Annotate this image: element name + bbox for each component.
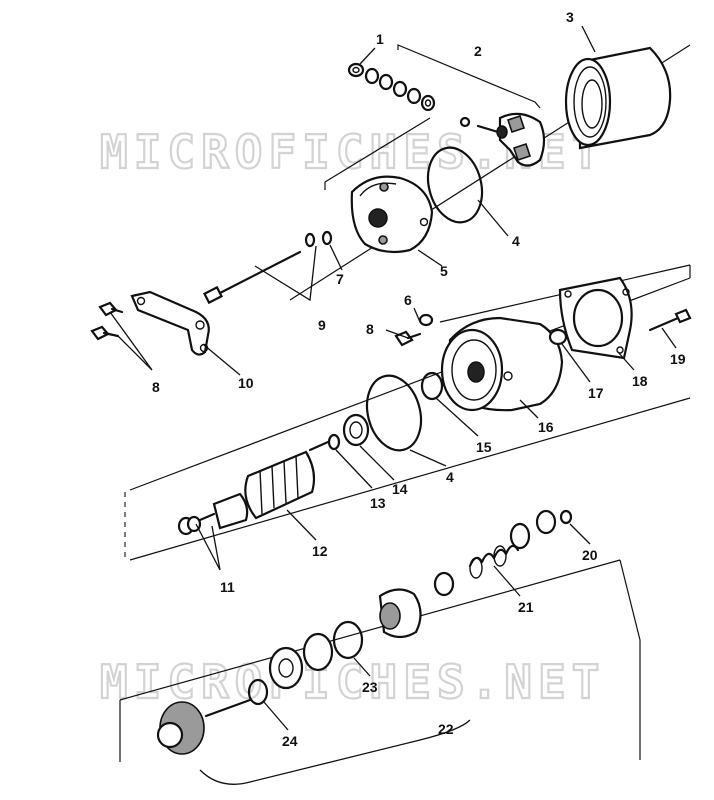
callout-8-housing: 8 <box>366 321 374 337</box>
callout-15: 15 <box>476 439 492 455</box>
armature <box>198 440 330 530</box>
callout-22: 22 <box>438 721 454 737</box>
o-ring-middle <box>365 374 423 452</box>
circlip-20 <box>559 509 573 525</box>
clutch-pinion-assembly <box>247 588 422 706</box>
callout-7: 7 <box>336 271 344 287</box>
washer-17 <box>548 328 568 346</box>
brush-holder-assembly <box>459 112 546 167</box>
bolt-19 <box>648 308 692 332</box>
callout-17: 17 <box>588 385 604 401</box>
callout-23: 23 <box>362 679 378 695</box>
callout-2: 2 <box>474 43 482 59</box>
spring-assembly <box>433 522 531 597</box>
callout-3: 3 <box>566 9 574 25</box>
washer-13 <box>327 433 341 451</box>
washer-7 <box>321 230 333 246</box>
mounting-bracket <box>130 290 210 356</box>
rear-end-cover <box>350 175 434 254</box>
callout-11: 11 <box>220 579 235 595</box>
through-bolts <box>203 232 316 305</box>
o-ring-top <box>426 146 484 224</box>
leader-lines <box>109 25 677 785</box>
bracket-bolts <box>90 301 124 341</box>
callout-12: 12 <box>312 543 328 559</box>
callout-19: 19 <box>670 351 686 367</box>
callout-13: 13 <box>370 495 386 511</box>
callout-21: 21 <box>518 599 534 615</box>
callout-1: 1 <box>376 31 384 47</box>
collar-20 <box>535 509 557 535</box>
gasket <box>558 276 633 360</box>
callout-10: 10 <box>238 375 254 391</box>
bearing <box>342 413 370 447</box>
callout-16: 16 <box>538 419 554 435</box>
pinion-gear-shaft <box>156 698 252 755</box>
o-ring-15 <box>420 371 444 401</box>
callout-8-bracket: 8 <box>152 379 160 395</box>
callout-9: 9 <box>318 317 326 333</box>
callout-5: 5 <box>440 263 448 279</box>
callout-4-top: 4 <box>512 233 520 249</box>
callout-4-middle: 4 <box>446 469 454 485</box>
callout-labels: 1 2 3 4 5 6 7 8 8 9 10 11 12 13 14 15 4 … <box>152 9 686 749</box>
armature-washers <box>177 515 202 536</box>
callout-24: 24 <box>282 733 298 749</box>
bolt-washer-housing <box>394 313 434 347</box>
callout-14: 14 <box>392 481 408 497</box>
drive-housing <box>440 316 564 412</box>
nut-washer-stack <box>347 62 436 112</box>
callout-20: 20 <box>582 547 598 563</box>
yoke-housing <box>564 46 672 150</box>
callout-6: 6 <box>404 292 412 308</box>
callout-18: 18 <box>632 373 648 389</box>
watermark-bottom: MICROFICHES.NET <box>100 655 605 709</box>
